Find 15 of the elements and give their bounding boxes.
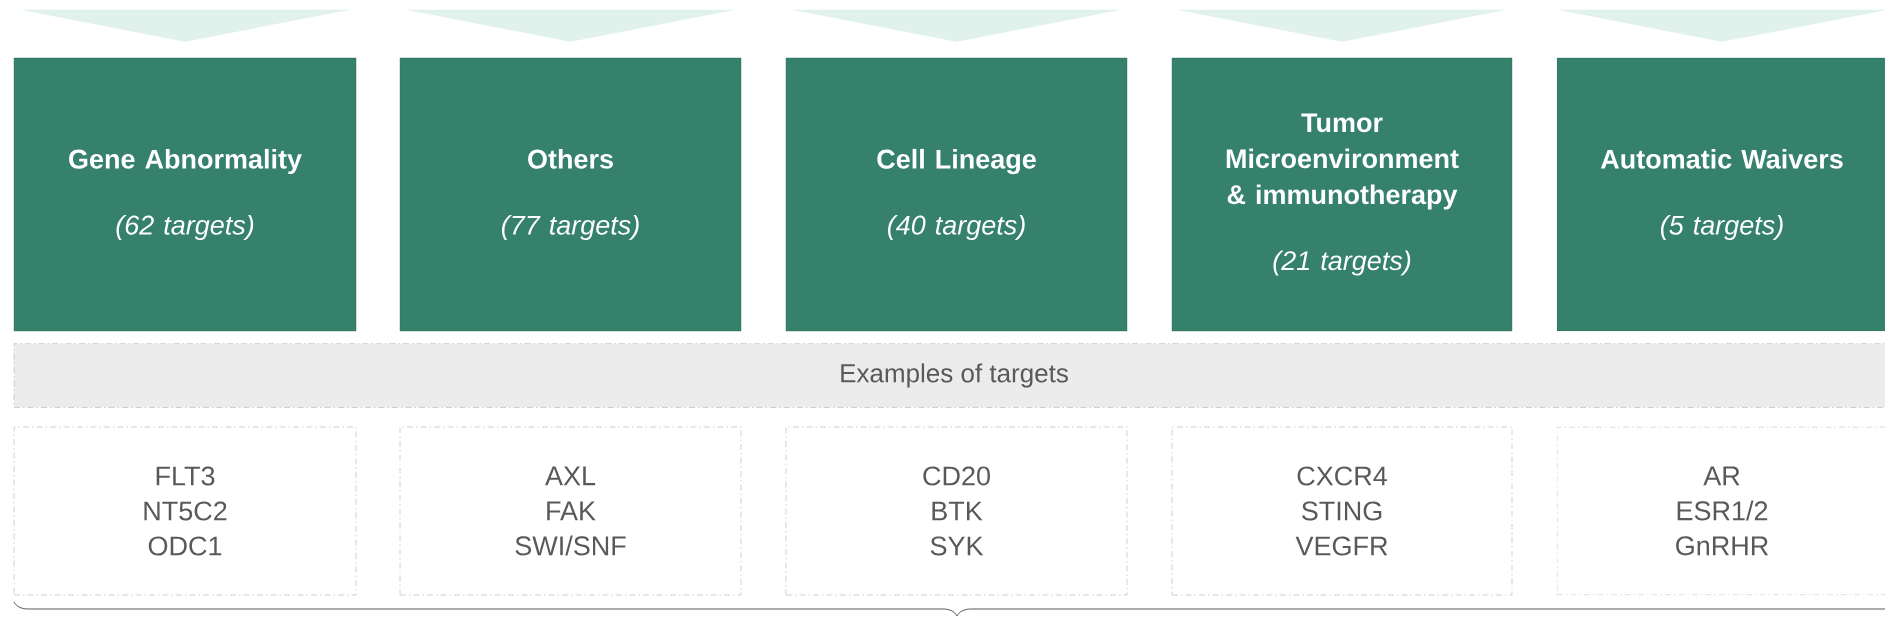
down-chevron bbox=[405, 9, 736, 42]
target-box: CD20 BTK SYK bbox=[785, 426, 1128, 596]
target-box: AR ESR1/2 GnRHR bbox=[1556, 426, 1885, 596]
category-box: Gene Abnormality (62 targets) bbox=[13, 57, 357, 332]
target-box: FLT3 NT5C2 ODC1 bbox=[13, 426, 357, 596]
down-chevron bbox=[1177, 9, 1507, 42]
category-box: Automatic Waivers (5 targets) bbox=[1556, 57, 1885, 332]
down-chevron bbox=[792, 9, 1122, 42]
category-box: Others (77 targets) bbox=[399, 57, 742, 332]
target-box: AXL FAK SWI/SNF bbox=[399, 426, 742, 596]
category-box: Cell Lineage (40 targets) bbox=[785, 57, 1128, 332]
header-band: Examples of targets bbox=[13, 343, 1885, 408]
down-chevron bbox=[20, 9, 350, 42]
category-box: Tumor Microenvironment & immunotherapy (21 targets) bbox=[1171, 57, 1513, 332]
target-box: CXCR4 STING VEGFR bbox=[1171, 426, 1513, 596]
